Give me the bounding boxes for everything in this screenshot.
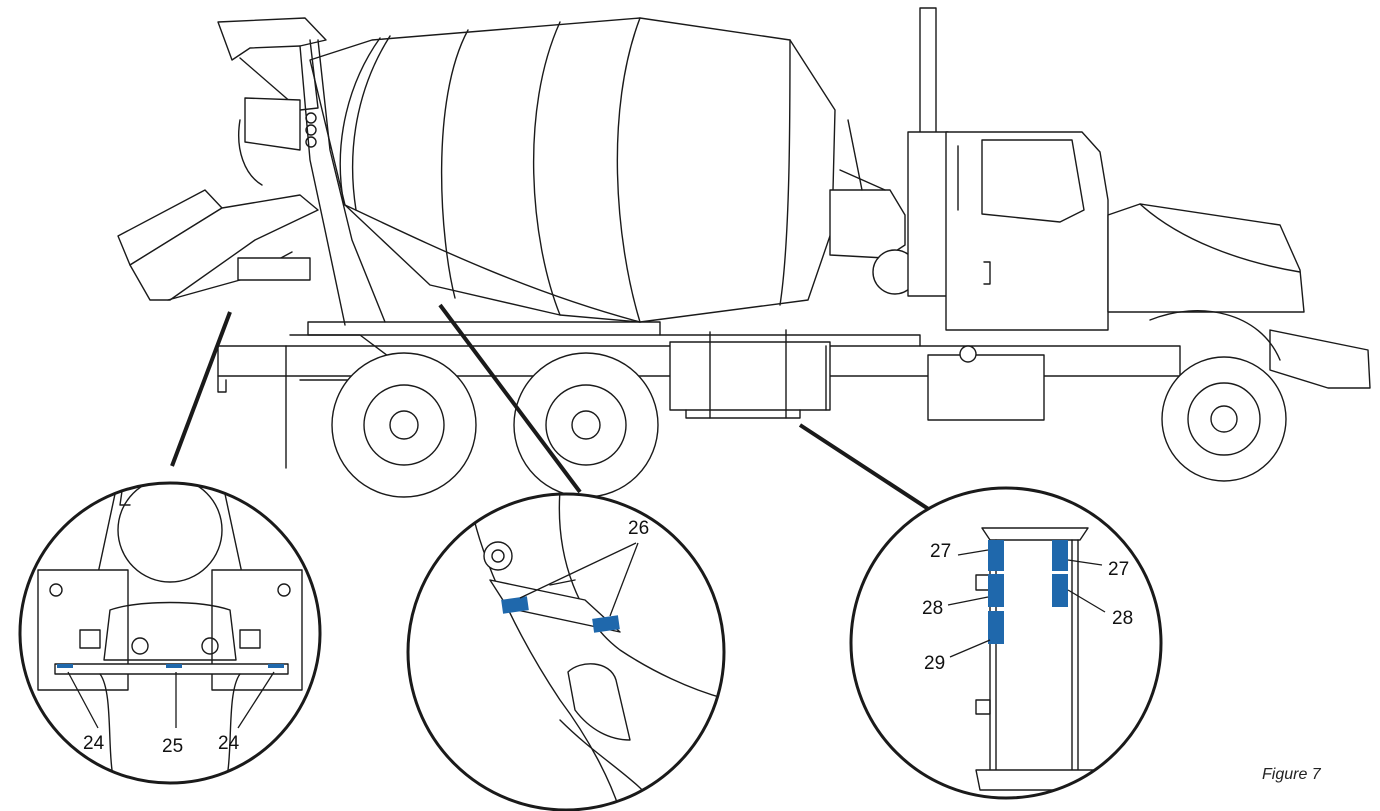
drum-drive-unit bbox=[829, 119, 918, 295]
front-wheel bbox=[1161, 356, 1287, 482]
reflector-rear-left bbox=[57, 664, 73, 668]
reflector-drum-right bbox=[592, 615, 620, 633]
callout-28-right: 28 bbox=[1112, 608, 1133, 629]
callout-29: 29 bbox=[924, 653, 945, 674]
callout-27-left: 27 bbox=[930, 541, 951, 562]
rear-wheel-1 bbox=[331, 352, 477, 498]
leader-lines bbox=[170, 303, 932, 512]
callout-24-right: 24 bbox=[218, 733, 240, 754]
truck-cab bbox=[945, 131, 1109, 331]
rear-wheel-2 bbox=[513, 352, 659, 498]
mixer-truck bbox=[117, 7, 1371, 498]
reflector-tank-upper-left bbox=[988, 540, 1004, 571]
leader-line-rear bbox=[170, 311, 232, 467]
callout-27-right: 27 bbox=[1108, 559, 1129, 580]
detail-rear-view: 24 25 24 bbox=[18, 481, 322, 785]
callout-26: 26 bbox=[628, 518, 649, 539]
leader-line-mid bbox=[438, 303, 582, 494]
reflector-tank-mid-right bbox=[1052, 574, 1068, 607]
leader-line-tank bbox=[798, 423, 932, 512]
reflector-rear-right bbox=[268, 664, 284, 668]
figure-caption: Figure 7 bbox=[1262, 766, 1322, 783]
truck-hood bbox=[1107, 203, 1371, 389]
exhaust-stack bbox=[907, 7, 949, 297]
reflector-rear-center bbox=[166, 664, 182, 668]
reflector-tank-mid-left bbox=[988, 574, 1004, 607]
detail-water-tank: 27 27 28 28 29 bbox=[849, 486, 1163, 800]
mixer-drum bbox=[309, 17, 836, 323]
callout-25: 25 bbox=[162, 736, 183, 757]
water-tank bbox=[669, 329, 831, 419]
reflector-drum-left bbox=[501, 596, 529, 614]
fuel-tank bbox=[927, 345, 1045, 421]
reflector-tank-upper-right bbox=[1052, 540, 1068, 571]
callout-24-left: 24 bbox=[83, 733, 105, 754]
reflector-tank-low-left bbox=[988, 611, 1004, 644]
rear-chute-assembly bbox=[117, 17, 386, 326]
detail-drum-base: 26 bbox=[406, 492, 726, 811]
callout-28-left: 28 bbox=[922, 598, 943, 619]
